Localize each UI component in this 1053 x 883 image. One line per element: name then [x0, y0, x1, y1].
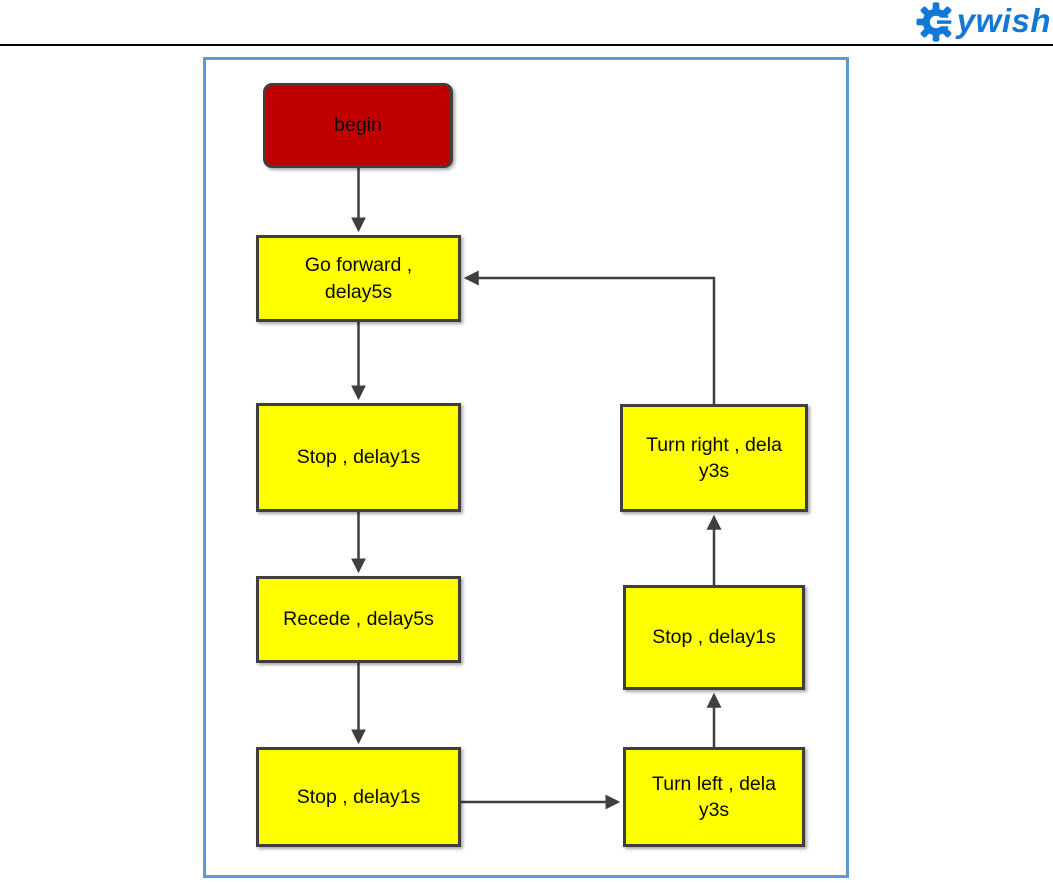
flow-node-turn-right: Turn right , dela y3s: [620, 404, 808, 512]
flow-node-turn-left: Turn left , dela y3s: [623, 747, 805, 847]
flow-node-stop-after-forward: Stop , delay1s: [256, 403, 461, 512]
flow-node-begin: begin: [263, 83, 453, 168]
keywish-gear-icon: [916, 2, 957, 42]
flow-node-go-forward: Go forward , delay5s: [256, 235, 461, 322]
logo-text: ywish: [956, 1, 1051, 39]
flow-node-recede: Recede , delay5s: [256, 576, 461, 663]
header-divider: [0, 44, 1053, 46]
keywish-logo: ywish: [915, 0, 1051, 44]
flow-node-stop-after-turn-left: Stop , delay1s: [623, 585, 805, 690]
flowchart-frame: [203, 57, 849, 878]
flow-node-stop-after-recede: Stop , delay1s: [256, 747, 461, 847]
